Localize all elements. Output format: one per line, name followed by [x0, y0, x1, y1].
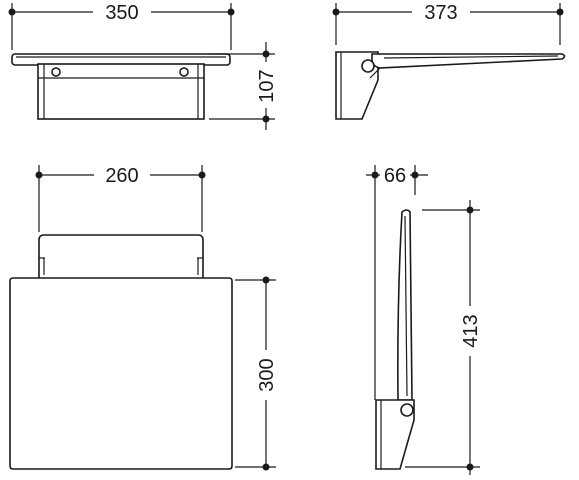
- dim-260: 260: [35, 163, 206, 232]
- dim-label-300: 300: [256, 358, 278, 391]
- dim-66: 66: [366, 163, 428, 400]
- mounting-bracket-front: [38, 234, 204, 281]
- hinge-pin-icon-bottom: [400, 403, 414, 417]
- dim-label-373: 373: [424, 2, 457, 24]
- dim-label-350: 350: [105, 2, 138, 24]
- dim-413: 413: [405, 200, 482, 475]
- dim-373: 373: [332, 1, 564, 45]
- seat-plate-top: [11, 53, 231, 120]
- dim-350: 350: [8, 1, 235, 50]
- dim-label-66: 66: [384, 165, 406, 187]
- dim-label-260: 260: [105, 165, 138, 187]
- dim-label-413: 413: [460, 314, 482, 347]
- view-top-right: 373: [332, 1, 566, 120]
- seat-blade-vertical: [397, 209, 413, 401]
- dim-label-107: 107: [256, 69, 278, 102]
- dim-107: 107: [209, 42, 278, 130]
- hinge-pin-icon: [361, 59, 375, 73]
- seat-board-front: [9, 277, 233, 470]
- wall-bracket-bottom: [375, 399, 415, 470]
- dim-300: 300: [235, 276, 278, 471]
- seat-blade-side: [369, 53, 566, 79]
- view-bottom-right: 66 413: [366, 163, 482, 475]
- view-top-left: 350 107: [8, 1, 278, 130]
- view-bottom-left: 260 300: [9, 163, 278, 471]
